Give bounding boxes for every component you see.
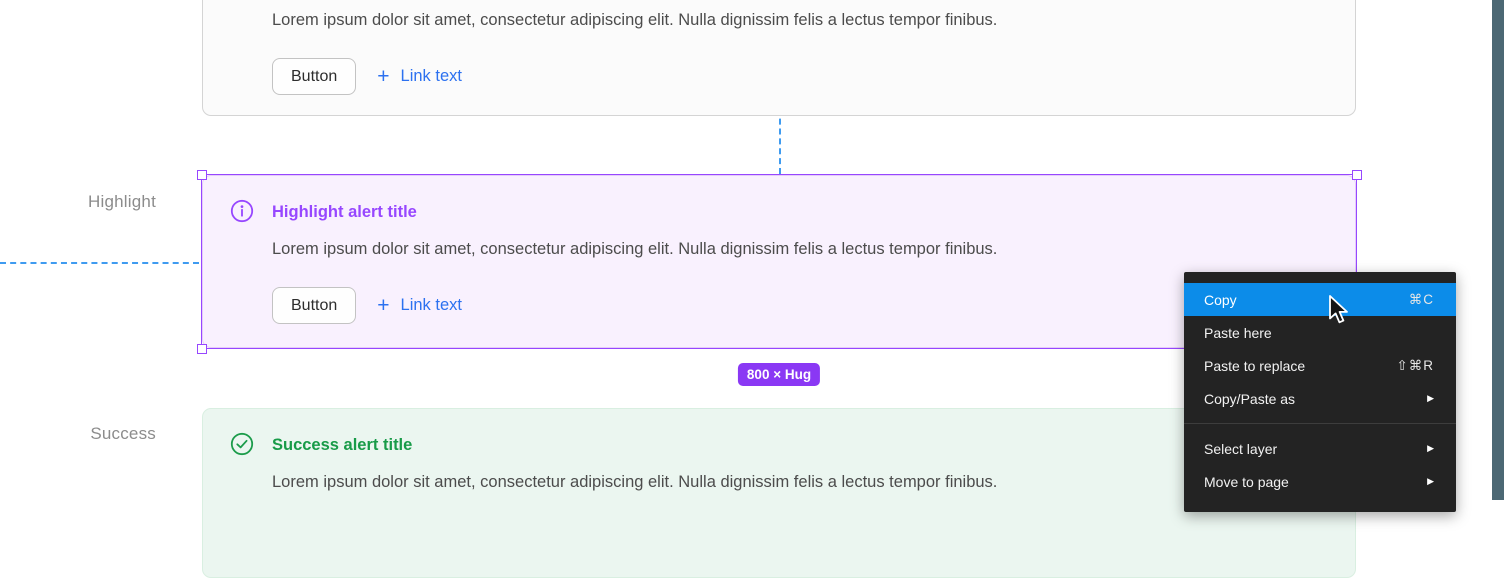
alert-button[interactable]: Button xyxy=(272,287,357,324)
menu-item-label: Paste to replace xyxy=(1204,357,1306,374)
submenu-arrow-icon: ▶ xyxy=(1427,393,1434,403)
check-circle-icon xyxy=(230,432,254,456)
alert-link[interactable]: + Link text xyxy=(377,66,462,87)
link-label: Link text xyxy=(400,67,462,85)
info-icon xyxy=(230,199,254,223)
alert-title: Highlight alert title xyxy=(272,203,417,221)
alert-button[interactable]: Button xyxy=(272,58,357,95)
menu-item-copy[interactable]: Copy ⌘C xyxy=(1184,283,1456,316)
link-label: Link text xyxy=(400,296,462,314)
horizontal-alignment-guide xyxy=(0,262,199,264)
menu-item-label: Copy xyxy=(1204,291,1237,308)
menu-item-label: Paste here xyxy=(1204,324,1272,341)
submenu-arrow-icon: ▶ xyxy=(1427,443,1434,453)
size-badge: 800 × Hug xyxy=(737,363,821,386)
alert-link[interactable]: + Link text xyxy=(377,295,462,316)
alert-body-text: Lorem ipsum dolor sit amet, consectetur … xyxy=(272,473,998,491)
menu-item-move-to-page[interactable]: Move to page ▶ xyxy=(1184,465,1456,498)
menu-item-label: Copy/Paste as xyxy=(1204,390,1296,407)
menu-item-label: Select layer xyxy=(1204,440,1278,457)
selection-handle-top-left[interactable] xyxy=(197,170,207,180)
submenu-arrow-icon: ▶ xyxy=(1427,476,1434,486)
row-label-highlight: Highlight xyxy=(88,192,156,211)
window-side-strip xyxy=(1492,0,1504,500)
alert-card-highlight[interactable]: Highlight alert title Lorem ipsum dolor … xyxy=(202,175,1356,348)
plus-icon: + xyxy=(377,65,390,88)
alert-title: Success alert title xyxy=(272,436,413,454)
alert-body-text: Lorem ipsum dolor sit amet, consectetur … xyxy=(272,11,998,29)
menu-separator xyxy=(1184,423,1456,424)
menu-item-paste-to-replace[interactable]: Paste to replace ⇧⌘R xyxy=(1184,349,1456,382)
row-label-success: Success xyxy=(90,424,156,443)
selection-handle-top-right[interactable] xyxy=(1352,170,1362,180)
selection-handle-bottom-left[interactable] xyxy=(197,344,207,354)
menu-item-label: Move to page xyxy=(1204,473,1289,490)
alert-card-top[interactable]: Lorem ipsum dolor sit amet, consectetur … xyxy=(202,0,1356,116)
menu-item-select-layer[interactable]: Select layer ▶ xyxy=(1184,432,1456,465)
alert-body-text: Lorem ipsum dolor sit amet, consectetur … xyxy=(272,240,998,258)
menu-item-shortcut: ⇧⌘R xyxy=(1396,357,1434,373)
context-menu: Copy ⌘C Paste here Paste to replace ⇧⌘R … xyxy=(1184,272,1456,512)
menu-item-paste-here[interactable]: Paste here xyxy=(1184,316,1456,349)
menu-item-copy-paste-as[interactable]: Copy/Paste as ▶ xyxy=(1184,382,1456,415)
plus-icon: + xyxy=(377,294,390,317)
alert-card-success[interactable]: Success alert title Lorem ipsum dolor si… xyxy=(202,408,1356,578)
menu-item-shortcut: ⌘C xyxy=(1408,291,1434,307)
